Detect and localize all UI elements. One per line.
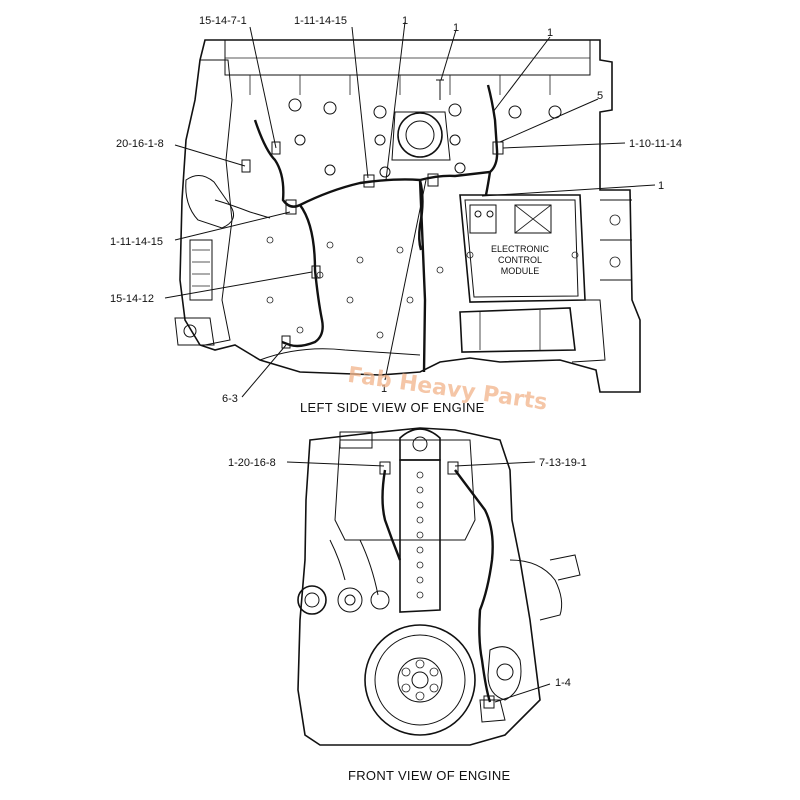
callout-20-16-1-8: 20-16-1-8 (116, 138, 164, 150)
callout-1-right: 1 (658, 180, 664, 192)
ecm-label-line-3: MODULE (501, 266, 540, 276)
callout-1-top-right: 1 (547, 27, 553, 39)
front-view-leader-lines (286, 461, 551, 703)
ecm-label: ELECTRONIC CONTROL MODULE (491, 244, 550, 276)
callout-1-20-16-8: 1-20-16-8 (228, 457, 276, 469)
callout-15-14-12: 15-14-12 (110, 293, 154, 305)
callout-1-11-14-15-top: 1-11-14-15 (294, 15, 347, 27)
callout-1-bottom: 1 (381, 383, 387, 395)
callout-6-3: 6-3 (222, 393, 238, 405)
callout-7-13-19-1: 7-13-19-1 (539, 457, 587, 469)
callout-1-10-11-14: 1-10-11-14 (629, 138, 682, 150)
front-view-engine-drawing (297, 427, 581, 746)
callout-5: 5 (597, 90, 603, 102)
left-view-caption: LEFT SIDE VIEW OF ENGINE (300, 400, 485, 415)
front-view-caption: FRONT VIEW OF ENGINE (348, 768, 511, 783)
callout-1-11-14-15-left: 1-11-14-15 (110, 236, 163, 248)
ecm-label-line-1: ELECTRONIC (491, 244, 550, 254)
callout-1-4: 1-4 (555, 677, 571, 689)
callout-15-14-7-1: 15-14-7-1 (199, 15, 247, 27)
left-view-callouts: 15-14-7-1 1-11-14-15 1 1 1 5 20-16-1-8 1… (110, 15, 682, 405)
callout-1-top-a: 1 (402, 15, 408, 27)
left-view-leader-lines (164, 21, 656, 398)
left-side-engine-drawing (174, 39, 641, 393)
callout-1-top-b: 1 (453, 22, 459, 34)
front-view-callouts: 1-20-16-8 7-13-19-1 1-4 (228, 457, 587, 689)
ecm-label-line-2: CONTROL (498, 255, 542, 265)
